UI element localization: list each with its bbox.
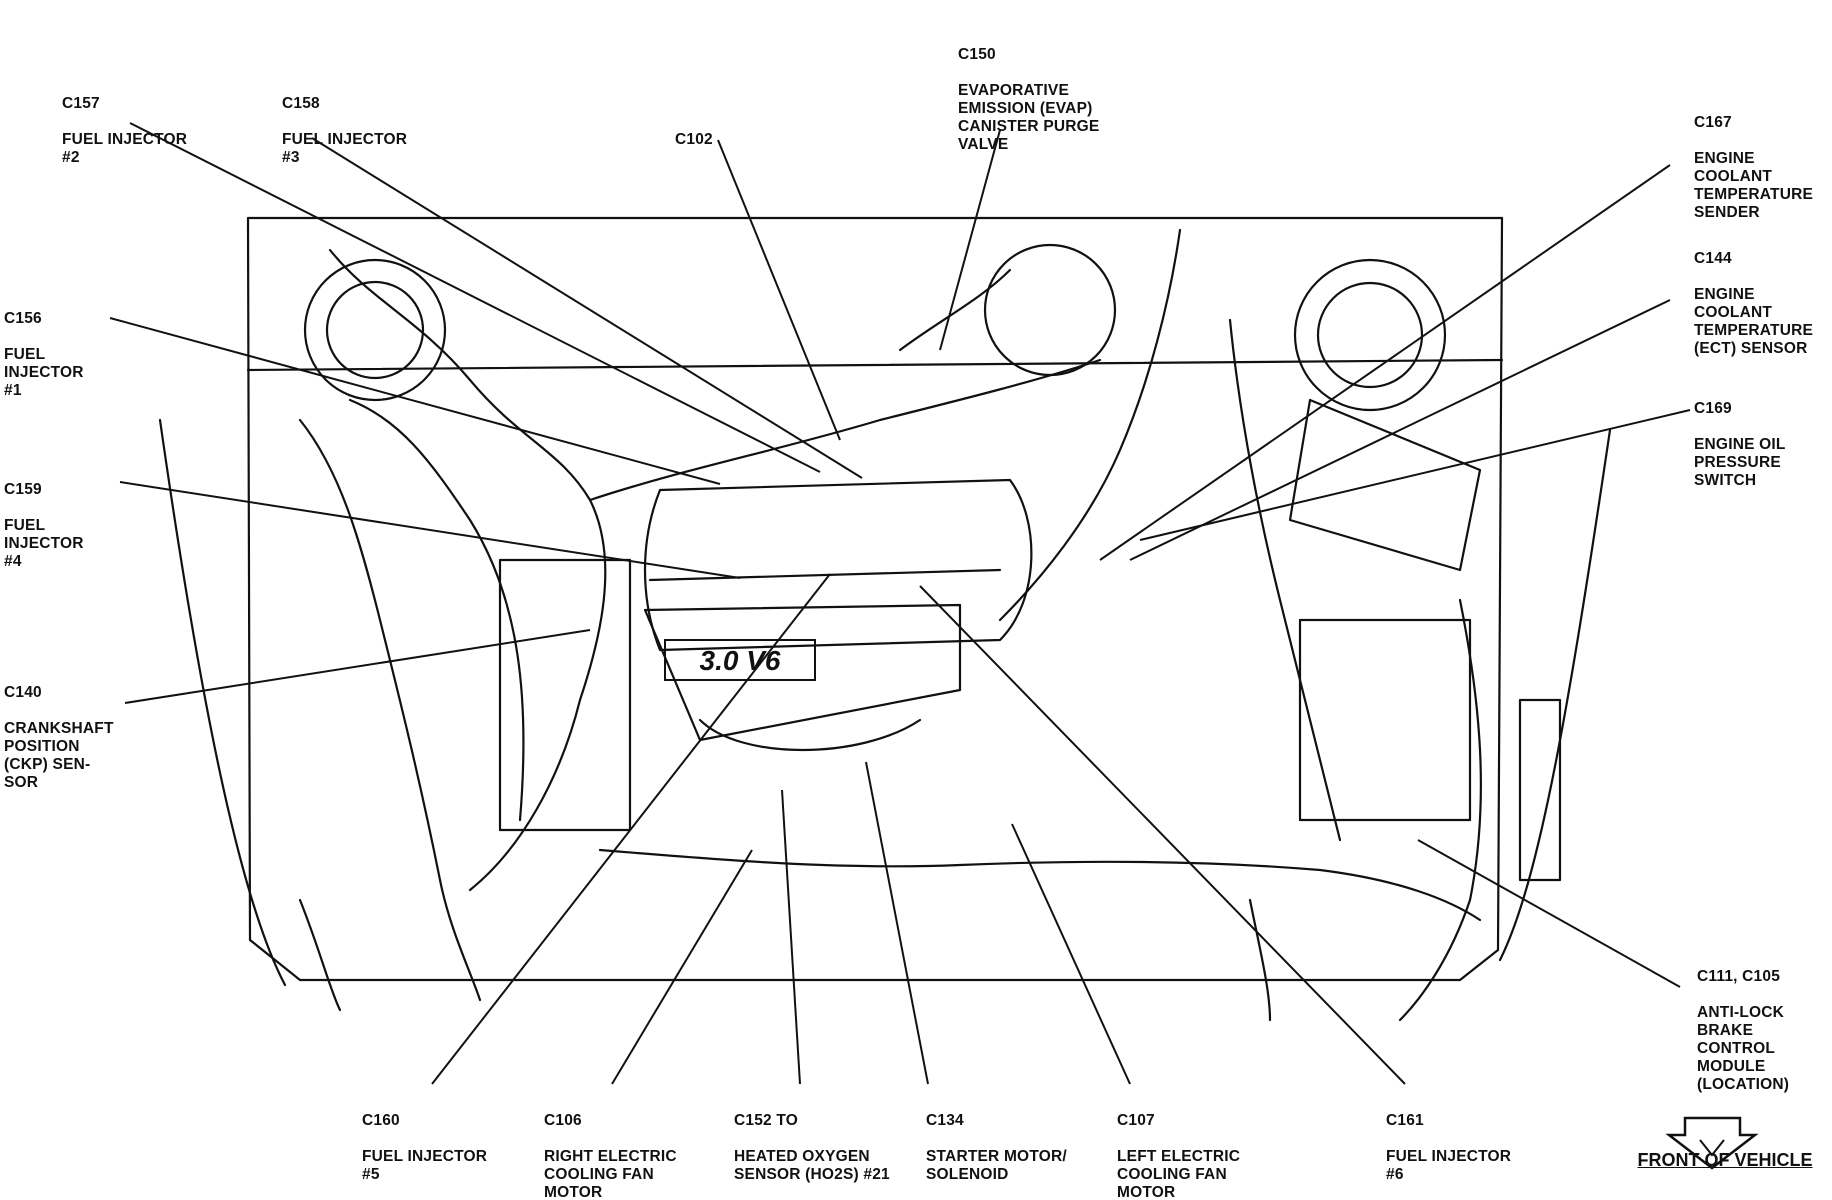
callout-text: FUEL INJECTOR #2: [62, 131, 188, 166]
harness-top: [588, 358, 1102, 502]
callout-text: LEFT ELECTRIC COOLING FAN MOTOR: [1117, 1148, 1241, 1200]
callout-text: RIGHT ELECTRIC COOLING FAN MOTOR: [544, 1148, 677, 1200]
leader-c157: [129, 122, 821, 473]
callout-c156: C156 FUEL INJECTOR #1: [4, 292, 84, 400]
callout-c102: C102: [675, 113, 713, 149]
callout-code: C107: [1117, 1112, 1155, 1129]
fender-left: [158, 418, 287, 987]
callout-code: C161: [1386, 1112, 1424, 1129]
callout-text: EVAPORATIVE EMISSION (EVAP) CANISTER PUR…: [958, 82, 1100, 153]
leader-c102: [717, 139, 841, 441]
leader-c160: [431, 573, 831, 1085]
callout-c157: C157 FUEL INJECTOR #2: [62, 77, 187, 167]
harness-front: [598, 848, 1482, 922]
strut-tower-right: [1293, 258, 1447, 412]
callout-text: HEATED OXYGEN SENSOR (HO2S) #21: [734, 1148, 890, 1183]
engine-block: [643, 603, 962, 742]
leader-c169: [1139, 409, 1691, 541]
callout-c150: C150 EVAPORATIVE EMISSION (EVAP) CANISTE…: [958, 28, 1099, 154]
callout-c169: C169 ENGINE OIL PRESSURE SWITCH: [1694, 382, 1786, 490]
leader-c144: [1129, 299, 1671, 561]
engine-badge-text: 3.0 V6: [700, 645, 781, 676]
compartment-outline: [246, 216, 1504, 982]
callout-c111: C111, C105 ANTI-LOCK BRAKE CONTROL MODUL…: [1697, 950, 1789, 1094]
callout-c140: C140 CRANKSHAFT POSITION (CKP) SEN- SOR: [4, 666, 114, 792]
callout-code: C156: [4, 310, 42, 327]
callout-code: C169: [1694, 400, 1732, 417]
callout-code: C111, C105: [1697, 968, 1781, 985]
callout-code: C157: [62, 95, 100, 112]
cowl-line: [246, 358, 1504, 372]
callout-c159: C159 FUEL INJECTOR #4: [4, 463, 84, 571]
callout-c167: C167 ENGINE COOLANT TEMPERATURE SENDER: [1694, 96, 1813, 222]
front-arrow-icon: [1665, 1116, 1759, 1170]
callout-text: FUEL INJECTOR #1: [4, 346, 84, 399]
leader-c107: [1011, 823, 1131, 1085]
callout-c107: C107 LEFT ELECTRIC COOLING FAN MOTOR: [1117, 1094, 1240, 1200]
leader-c134: [865, 761, 929, 1085]
callout-text: STARTER MOTOR/ SOLENOID: [926, 1148, 1067, 1183]
battery: [1288, 398, 1482, 572]
callout-text: FUEL INJECTOR #6: [1386, 1148, 1512, 1183]
harness-main-left: [328, 248, 607, 892]
engine-badge-frame: [664, 639, 816, 681]
callout-c161: C161 FUEL INJECTOR #6: [1386, 1094, 1511, 1184]
leader-c158: [311, 137, 863, 479]
callout-code: C159: [4, 481, 42, 498]
strut-tower-left: [303, 258, 447, 402]
leader-c167: [1099, 164, 1671, 561]
callout-text: CRANKSHAFT POSITION (CKP) SEN- SOR: [4, 720, 114, 791]
callout-code: C150: [958, 46, 996, 63]
callout-c144: C144 ENGINE COOLANT TEMPERATURE (ECT) SE…: [1694, 232, 1813, 358]
callout-text: ENGINE COOLANT TEMPERATURE SENDER: [1694, 150, 1814, 221]
callout-c134: C134 STARTER MOTOR/ SOLENOID: [926, 1094, 1067, 1184]
leader-c106: [611, 849, 753, 1085]
abs-module-body: [1298, 618, 1472, 822]
callout-code: C152 TO: [734, 1112, 799, 1129]
callout-text: ENGINE COOLANT TEMPERATURE (ECT) SENSOR: [1694, 286, 1814, 357]
leader-c161: [919, 585, 1406, 1085]
leader-c140: [124, 629, 591, 704]
callout-code: C102: [675, 131, 713, 148]
callout-text: ANTI-LOCK BRAKE CONTROL MODULE (LOCATION…: [1697, 1004, 1790, 1093]
callout-code: C140: [4, 684, 42, 701]
callout-c158: C158 FUEL INJECTOR #3: [282, 77, 407, 167]
callout-c152: C152 TO HEATED OXYGEN SENSOR (HO2S) #21: [734, 1094, 890, 1184]
front-of-vehicle-label: FRONT OF VEHICLE: [1637, 1150, 1813, 1170]
callout-code: C134: [926, 1112, 964, 1129]
callout-code: C106: [544, 1112, 582, 1129]
callout-text: FUEL INJECTOR #3: [282, 131, 408, 166]
callout-text: FUEL INJECTOR #4: [4, 517, 84, 570]
callout-c160: C160 FUEL INJECTOR #5: [362, 1094, 487, 1184]
leader-c150: [939, 129, 1001, 351]
callout-code: C158: [282, 95, 320, 112]
leader-c111: [1417, 839, 1681, 988]
leader-c156: [109, 317, 721, 485]
callout-code: C160: [362, 1112, 400, 1129]
callout-code: C144: [1694, 250, 1732, 267]
leader-c159: [119, 481, 741, 579]
callout-code: C167: [1694, 114, 1732, 131]
callout-text: FUEL INJECTOR #5: [362, 1148, 488, 1183]
intake-manifold: [643, 478, 1033, 652]
fender-right: [1498, 428, 1612, 962]
callout-text: ENGINE OIL PRESSURE SWITCH: [1694, 436, 1786, 489]
leader-c152: [781, 789, 801, 1085]
callout-c106: C106 RIGHT ELECTRIC COOLING FAN MOTOR: [544, 1094, 677, 1200]
